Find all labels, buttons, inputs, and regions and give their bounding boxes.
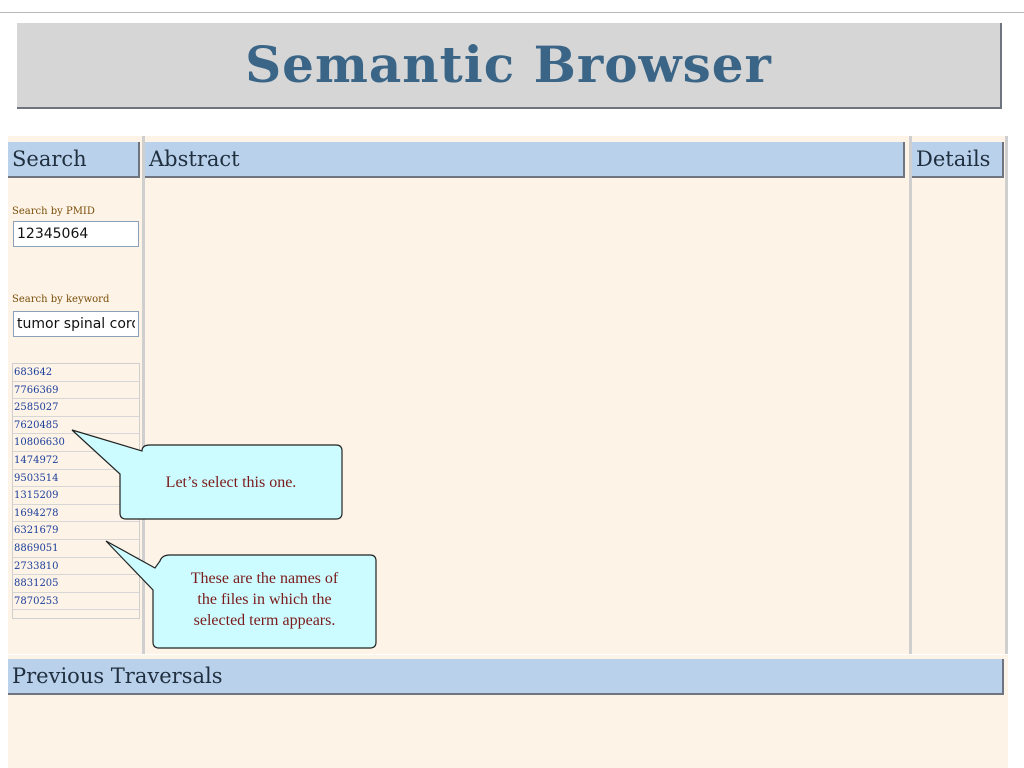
top-rule <box>0 12 1024 13</box>
app-title: Semantic Browser <box>245 34 772 94</box>
details-panel-header: Details <box>912 142 1004 178</box>
result-item[interactable]: 1694278 <box>13 505 139 523</box>
result-item[interactable]: 6321679 <box>13 522 139 540</box>
results-list: 683642 7766369 2585027 7620485 10806630 … <box>12 363 140 619</box>
result-item[interactable]: 7766369 <box>13 382 139 400</box>
app-banner: Semantic Browser <box>17 23 1002 109</box>
result-item[interactable]: 10806630 <box>13 434 139 452</box>
result-item[interactable]: 1315209 <box>13 487 139 505</box>
traversals-panel: Previous Traversals <box>8 655 1008 768</box>
result-item[interactable]: 8869051 <box>13 540 139 558</box>
details-panel: Details <box>912 136 1008 654</box>
abstract-panel: Abstract <box>145 136 912 654</box>
result-item[interactable]: 2585027 <box>13 399 139 417</box>
result-item[interactable]: 1474972 <box>13 452 139 470</box>
result-item[interactable]: 9503514 <box>13 470 139 488</box>
keyword-label: Search by keyword <box>12 294 110 305</box>
result-item[interactable]: 7620485 <box>13 417 139 435</box>
abstract-panel-header: Abstract <box>145 142 905 178</box>
result-item[interactable]: 7870253 <box>13 593 139 611</box>
pmid-input[interactable] <box>13 221 139 247</box>
search-panel-header: Search <box>8 142 140 178</box>
traversals-panel-header: Previous Traversals <box>8 659 1004 695</box>
pmid-label: Search by PMID <box>12 206 95 217</box>
keyword-input[interactable] <box>13 311 139 337</box>
result-item[interactable]: 683642 <box>13 364 139 382</box>
result-item[interactable]: 8831205 <box>13 575 139 593</box>
result-item[interactable]: 2733810 <box>13 558 139 576</box>
